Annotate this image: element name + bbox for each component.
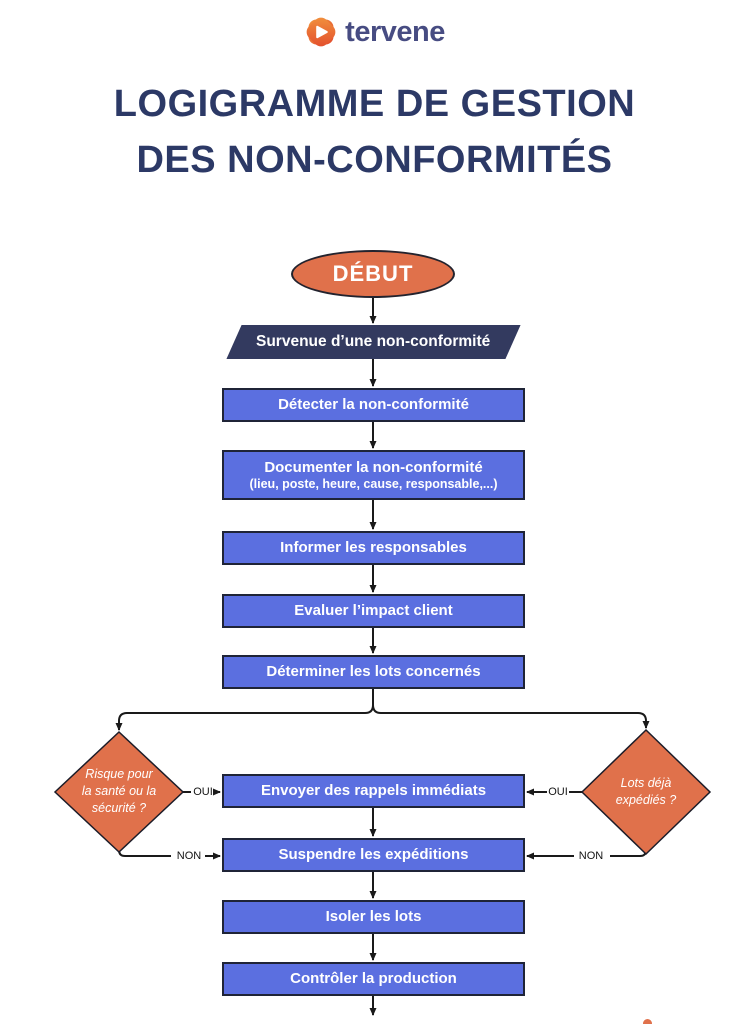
step-controler: Contrôler la production xyxy=(222,962,525,996)
edge-label-oui-left: OUI xyxy=(193,786,213,798)
decision-risque-diamond xyxy=(53,730,185,854)
event-node: Survenue d’une non-conformité xyxy=(226,325,521,359)
decision-line: Lots déjà xyxy=(620,776,672,790)
step-label: Déterminer les lots concernés xyxy=(266,663,481,680)
edge-label-non-left: NON xyxy=(176,850,202,862)
tervene-gear-icon xyxy=(306,17,336,47)
event-label: Survenue d’une non-conformité xyxy=(256,333,491,350)
edge-label-non-right: NON xyxy=(578,850,604,862)
page-title: LOGIGRAMME DE GESTION DES NON-CONFORMITÉ… xyxy=(0,76,749,188)
step-label: Isoler les lots xyxy=(325,908,422,925)
step-informer: Informer les responsables xyxy=(222,531,525,565)
step-label: Documenter la non-conformité xyxy=(264,458,483,476)
step-label: Détecter la non-conformité xyxy=(278,396,469,413)
decision-lots-diamond xyxy=(580,728,712,856)
step-isoler: Isoler les lots xyxy=(222,900,525,934)
step-label: Informer les responsables xyxy=(280,539,467,556)
step-evaluer: Evaluer l’impact client xyxy=(222,594,525,628)
decision-line: sécurité ? xyxy=(91,801,147,815)
step-label: Contrôler la production xyxy=(290,970,457,987)
decision-lots-label: Lots déjà expédiés ? xyxy=(582,775,710,809)
decision-line: la santé ou la xyxy=(81,784,157,798)
play-icon xyxy=(316,25,328,39)
decision-line: Risque pour xyxy=(85,767,153,781)
edge-label-oui-right: OUI xyxy=(548,786,568,798)
step-determiner: Déterminer les lots concernés xyxy=(222,655,525,689)
step-label: Suspendre les expéditions xyxy=(278,846,469,863)
arrow-split-left xyxy=(115,689,374,731)
step-envoyer: Envoyer des rappels immédiats xyxy=(222,774,525,808)
start-label: DÉBUT xyxy=(332,261,414,286)
bottom-edge-orange-dot xyxy=(643,1019,652,1024)
step-documenter: Documenter la non-conformité (lieu, post… xyxy=(222,450,525,500)
brand-name: tervene xyxy=(345,15,445,48)
arrow-split-right xyxy=(372,689,650,729)
page-title-line2: DES NON-CONFORMITÉS xyxy=(136,139,613,181)
step-label: Evaluer l’impact client xyxy=(294,602,453,619)
line-non-left xyxy=(118,849,171,857)
step-detecter: Détecter la non-conformité xyxy=(222,388,525,422)
page-title-line1: LOGIGRAMME DE GESTION xyxy=(113,83,636,125)
line-non-right xyxy=(610,849,647,857)
step-label: Envoyer des rappels immédiats xyxy=(260,782,487,799)
brand-logo: tervene xyxy=(0,10,749,54)
step-suspendre: Suspendre les expéditions xyxy=(222,838,525,872)
decision-line: expédiés ? xyxy=(615,793,677,807)
start-node: DÉBUT xyxy=(291,250,455,298)
step-sublabel: (lieu, poste, heure, cause, responsable,… xyxy=(249,476,498,491)
decision-risque-label: Risque pour la santé ou la sécurité ? xyxy=(55,766,183,817)
